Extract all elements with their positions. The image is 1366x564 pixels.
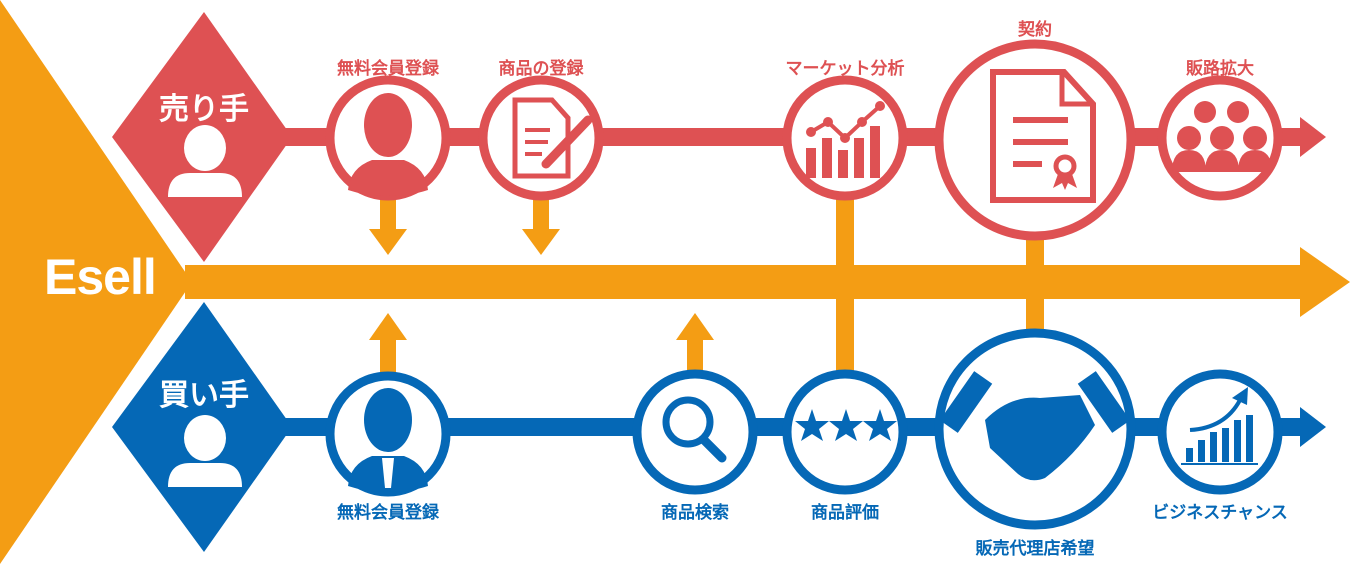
businessman-icon [348, 388, 428, 492]
connector-contract-agency [1026, 238, 1044, 333]
buyer-to-platform-arrows [369, 313, 714, 372]
group-people-icon [1172, 101, 1272, 172]
platform-arrowhead [1300, 247, 1350, 317]
seller-step-label: 契約 [1018, 20, 1052, 40]
buyer-step-label: 販売代理店希望 [975, 539, 1095, 559]
growth-chart-icon [1181, 387, 1258, 465]
seller-step-label: 商品の登録 [498, 59, 584, 79]
seller-to-platform-arrows [369, 200, 560, 255]
seller-person-icon [168, 125, 242, 197]
seller-step-label: 販路拡大 [1186, 59, 1254, 79]
seller-step-label: 無料会員登録 [337, 59, 439, 79]
platform-wedge [0, 0, 192, 564]
platform-bar [185, 265, 1305, 299]
person-silhouette-icon [348, 93, 428, 196]
buyer-step-label: 無料会員登録 [337, 503, 439, 523]
three-stars-icon [795, 409, 897, 441]
brand-logo-text: Esell [44, 249, 157, 305]
bar-line-chart-icon [806, 101, 885, 178]
buyer-person-icon [168, 415, 242, 487]
buyer-arrowhead [1300, 407, 1326, 447]
certificate-document-icon [990, 69, 1096, 203]
connector-analysis-rating [836, 195, 854, 375]
buyer-step-label: 商品評価 [811, 503, 879, 523]
seller-role-label: 売り手 [159, 92, 249, 127]
buyer-step-label: 商品検索 [661, 503, 729, 523]
document-pen-icon [512, 97, 593, 179]
seller-arrowhead [1300, 117, 1326, 157]
seller-step-label: マーケット分析 [785, 59, 905, 79]
buyer-step-label: ビジネスチャンス [1152, 503, 1288, 523]
handshake-icon [939, 371, 1131, 481]
buyer-role-label: 買い手 [159, 378, 249, 413]
magnifier-icon [662, 396, 727, 463]
